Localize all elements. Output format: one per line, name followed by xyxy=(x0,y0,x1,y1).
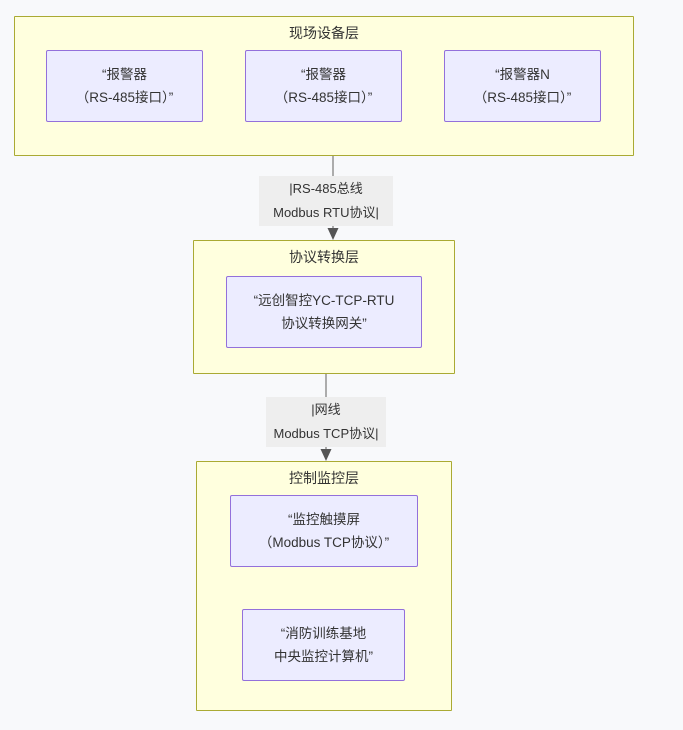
layer-title-control-monitoring: 控制监控层 xyxy=(289,470,359,486)
edge-label-rs485-bus: |RS-485总线 Modbus RTU协议| xyxy=(259,176,393,226)
node-protocol-gateway-line1: “远创智控YC-TCP-RTU xyxy=(253,293,395,308)
edge-label-ethernet: |网线 Modbus TCP协议| xyxy=(266,397,386,447)
edge-label-rs485-bus-line2: Modbus RTU协议| xyxy=(273,205,379,220)
node-central-monitoring-computer-line1: “消防训练基地 xyxy=(280,626,367,641)
node-alarm-n-line1: “报警器N xyxy=(495,67,550,82)
node-alarm-2[interactable]: “报警器 （RS-485接口）” xyxy=(245,50,402,122)
node-alarm-n[interactable]: “报警器N （RS-485接口）” xyxy=(444,50,601,122)
node-protocol-gateway[interactable]: “远创智控YC-TCP-RTU 协议转换网关” xyxy=(226,276,422,348)
node-protocol-gateway-line2: 协议转换网关” xyxy=(281,316,367,331)
node-alarm-1-line2: （RS-485接口）” xyxy=(75,90,174,105)
layer-title-protocol-conversion: 协议转换层 xyxy=(289,249,359,265)
node-monitoring-touchscreen-line2: （Modbus TCP协议）” xyxy=(258,535,390,550)
edge-arrowhead-field-to-convert xyxy=(327,228,339,240)
node-alarm-1[interactable]: “报警器 （RS-485接口）” xyxy=(46,50,203,122)
node-alarm-n-line2: （RS-485接口）” xyxy=(473,90,572,105)
edge-label-ethernet-line2: Modbus TCP协议| xyxy=(273,426,379,441)
node-monitoring-touchscreen-line1: “监控触摸屏 xyxy=(288,512,360,527)
layer-title-field-device: 现场设备层 xyxy=(289,25,359,41)
edge-arrowhead-convert-to-control xyxy=(320,449,332,461)
node-alarm-2-line2: （RS-485接口）” xyxy=(274,90,373,105)
node-alarm-2-line1: “报警器 xyxy=(301,67,346,82)
node-central-monitoring-computer-line2: 中央监控计算机” xyxy=(274,649,373,664)
node-alarm-1-line1: “报警器 xyxy=(102,67,147,82)
node-monitoring-touchscreen[interactable]: “监控触摸屏 （Modbus TCP协议）” xyxy=(230,495,418,567)
node-central-monitoring-computer[interactable]: “消防训练基地 中央监控计算机” xyxy=(242,609,405,681)
edge-label-rs485-bus-line1: |RS-485总线 xyxy=(289,181,363,196)
edge-label-ethernet-line1: |网线 xyxy=(311,402,341,417)
